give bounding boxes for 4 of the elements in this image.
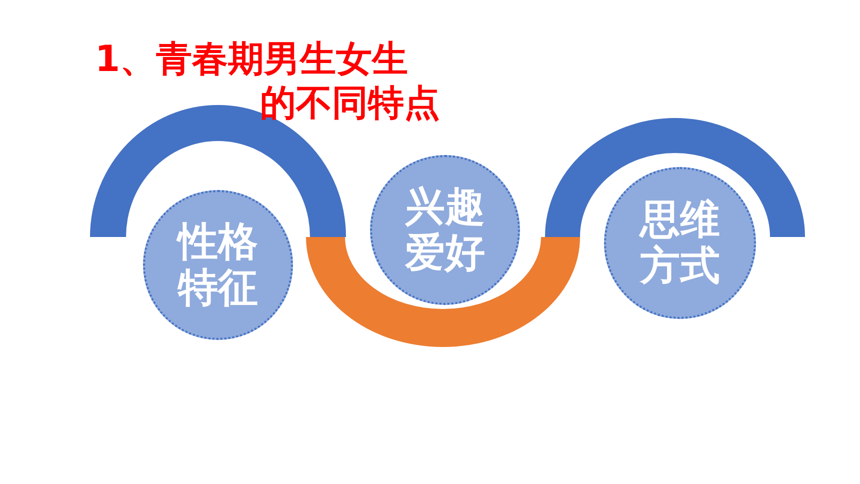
circle-label: 性格特征: [176, 219, 259, 311]
circle-label: 兴趣爱好: [404, 184, 486, 276]
circle-label: 思维方式: [638, 197, 721, 289]
title: 1、青春期男生女生的不同特点: [95, 38, 440, 126]
